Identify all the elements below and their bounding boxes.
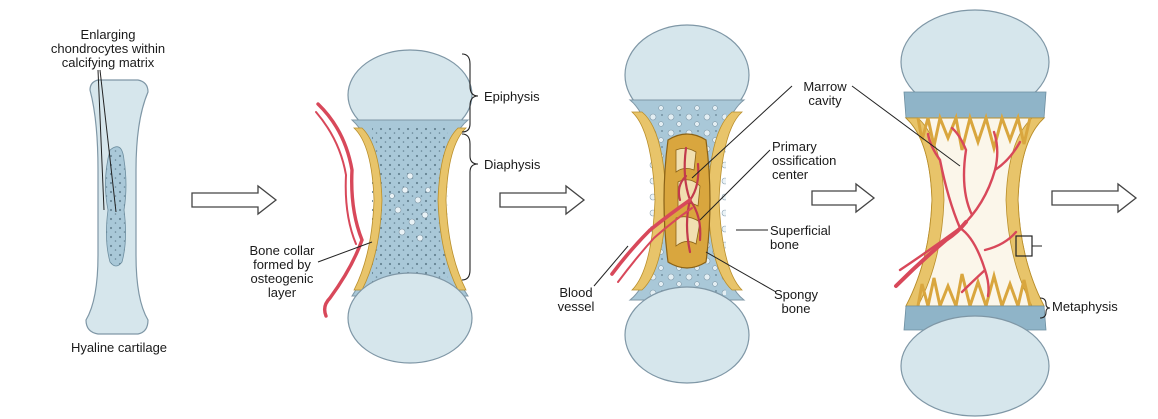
label-bone-collar: Bone collar formed by osteogenic layer bbox=[240, 244, 324, 300]
label-superficial-bone: Superficial bone bbox=[770, 224, 850, 252]
right-hollow-arrow-icon bbox=[812, 184, 874, 212]
right-hollow-arrow-icon bbox=[1052, 184, 1136, 212]
stage-2-bone-collar bbox=[316, 50, 478, 363]
label-spongy-bone: Spongy bone bbox=[766, 288, 826, 316]
epiphysis-bottom bbox=[901, 316, 1049, 416]
right-hollow-arrow-icon bbox=[192, 186, 276, 214]
periosteal-blood-vessel bbox=[318, 104, 362, 316]
label-enlarging-chondrocytes: Enlarging chondrocytes within calcifying… bbox=[48, 28, 168, 70]
leader-line-blood-vessel bbox=[594, 246, 628, 286]
stage-arrow-2 bbox=[500, 186, 584, 214]
label-marrow-cavity: Marrow cavity bbox=[790, 80, 860, 108]
growth-plate-top bbox=[904, 92, 1046, 118]
stage-arrow-1 bbox=[192, 186, 276, 214]
label-hyaline-cartilage: Hyaline cartilage bbox=[54, 341, 184, 355]
periosteal-blood-vessel-2 bbox=[316, 112, 356, 244]
stage-3-primary-ossification bbox=[594, 25, 792, 383]
epiphysis-bottom bbox=[625, 287, 749, 383]
label-blood-vessel: Blood vessel bbox=[548, 286, 604, 314]
label-metaphysis: Metaphysis bbox=[1052, 300, 1142, 314]
diaphysis-dots bbox=[372, 128, 448, 290]
label-diaphysis: Diaphysis bbox=[484, 158, 564, 172]
epiphysis-bottom bbox=[348, 273, 472, 363]
stage-4-marrow-cavity bbox=[852, 10, 1050, 416]
label-primary-ossification: Primary ossification center bbox=[772, 140, 862, 182]
stage-arrow-3 bbox=[812, 184, 874, 212]
stage-1-cartilage-model bbox=[86, 70, 148, 334]
leader-line-bone-collar bbox=[318, 242, 372, 262]
right-hollow-arrow-icon bbox=[500, 186, 584, 214]
diaphysis-brace bbox=[462, 134, 478, 280]
stage-arrow-4 bbox=[1052, 184, 1136, 212]
label-epiphysis: Epiphysis bbox=[484, 90, 564, 104]
